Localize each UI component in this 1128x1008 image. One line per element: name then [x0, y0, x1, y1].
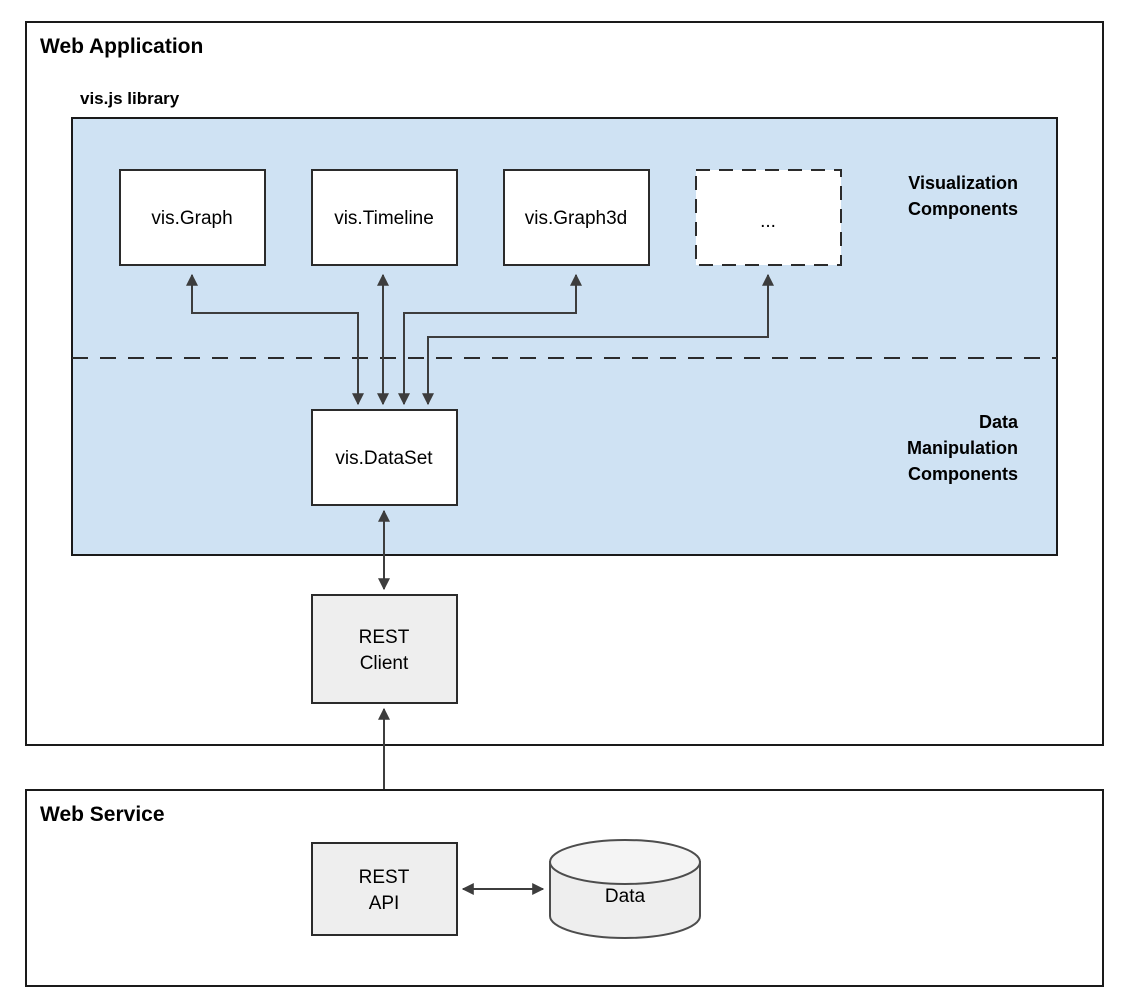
- vis-graph-label: vis.Graph: [151, 208, 232, 229]
- data-store-cylinder-top: [549, 839, 701, 885]
- more-components-label: ...: [760, 211, 776, 232]
- more-components-box[interactable]: [695, 169, 842, 266]
- visjs-library-group: vis.js library Visualization Components …: [71, 89, 1058, 556]
- vis-graph3d-box[interactable]: [503, 169, 650, 266]
- data-manipulation-label-line2: Manipulation: [907, 438, 1018, 458]
- vis-timeline-label: vis.Timeline: [334, 208, 434, 229]
- connector-visgraph-dataset: [186, 273, 364, 406]
- rest-api-label-line1: REST: [359, 867, 410, 888]
- vis-graph3d-label: vis.Graph3d: [525, 208, 627, 229]
- rest-api-box[interactable]: [311, 842, 458, 936]
- rest-client-box[interactable]: [311, 594, 458, 704]
- rest-api-node[interactable]: REST API: [311, 842, 458, 936]
- data-manipulation-label-line1: Data: [979, 412, 1019, 432]
- vis-graph-box[interactable]: [119, 169, 266, 266]
- web-application-title: Web Application: [40, 35, 203, 58]
- visualization-components-label-line2: Components: [908, 199, 1018, 219]
- data-manipulation-components-label: Data Manipulation Components: [907, 412, 1019, 484]
- rest-client-label-line1: REST: [359, 627, 410, 648]
- vis-dataset-box[interactable]: [311, 409, 458, 506]
- connector-ellipsis-dataset: [422, 273, 774, 406]
- data-store-label: Data: [605, 886, 646, 907]
- data-manipulation-label-line3: Components: [908, 464, 1018, 484]
- rest-client-label-line2: Client: [360, 653, 409, 674]
- connectors-group: [186, 273, 774, 406]
- component-box-more[interactable]: ...: [695, 169, 842, 266]
- vis-timeline-box[interactable]: [311, 169, 458, 266]
- visjs-library-title: vis.js library: [80, 89, 180, 108]
- component-box-vis-graph3d[interactable]: vis.Graph3d: [503, 169, 650, 266]
- component-box-vis-timeline[interactable]: vis.Timeline: [311, 169, 458, 266]
- component-box-vis-dataset[interactable]: vis.DataSet: [311, 409, 458, 506]
- visualization-components-label-line1: Visualization: [908, 173, 1018, 193]
- web-service-title: Web Service: [40, 803, 165, 826]
- visualization-components-label: Visualization Components: [908, 173, 1018, 219]
- rest-api-label-line2: API: [369, 893, 400, 914]
- rest-client-node[interactable]: REST Client: [311, 509, 458, 704]
- vis-dataset-label: vis.DataSet: [335, 448, 433, 469]
- component-box-vis-graph[interactable]: vis.Graph: [119, 169, 266, 266]
- data-store-node[interactable]: Data: [549, 839, 701, 939]
